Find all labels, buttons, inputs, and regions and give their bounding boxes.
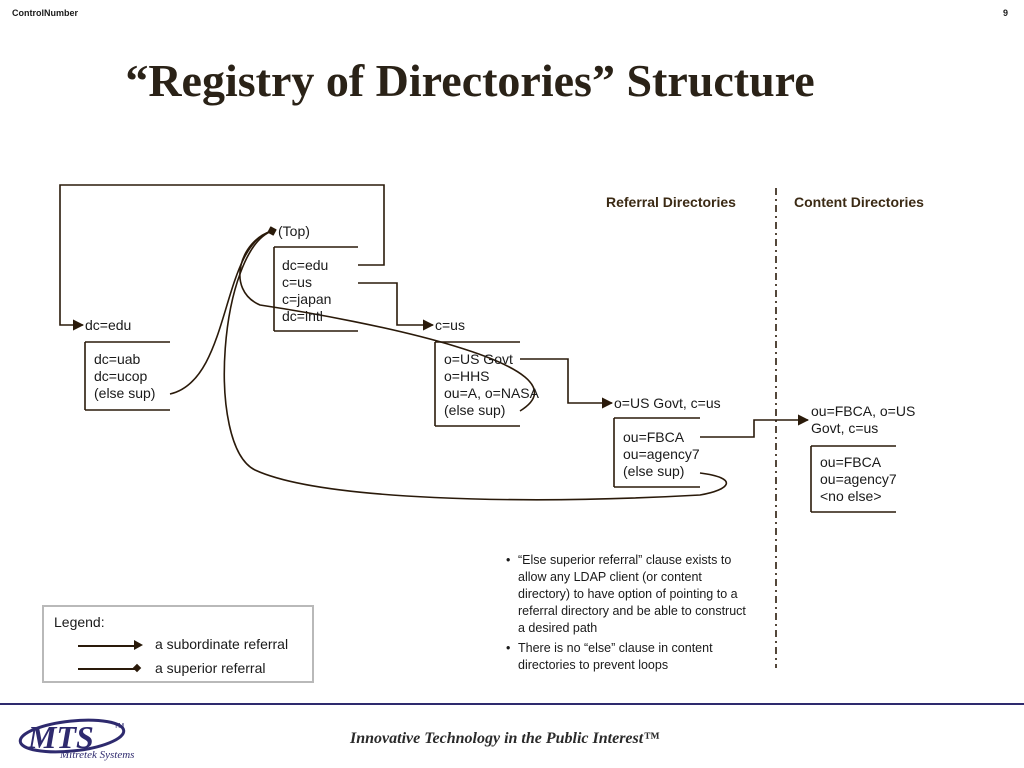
note-item: “Else superior referral” clause exists t… [504, 552, 754, 637]
notes-list: “Else superior referral” clause exists t… [504, 552, 754, 677]
superior-referral-line [78, 668, 138, 670]
control-number: ControlNumber [12, 8, 78, 18]
fbca-node-entries: ou=FBCA ou=agency7 <no else> [820, 454, 897, 505]
subordinate-referral-fbca [700, 414, 810, 438]
content-directories-heading: Content Directories [794, 194, 924, 210]
superior-referral-dcedu [169, 226, 277, 395]
subordinate-referral-line [78, 645, 138, 647]
footer-divider [0, 703, 1024, 705]
top-node-entries: dc=edu c=us c=japan dc=intl [282, 257, 331, 325]
dcedu-entry: dc=uab [94, 351, 141, 367]
usgovt-node-entries: ou=FBCA ou=agency7 (else sup) [623, 429, 700, 480]
cus-entry: o=US Govt [444, 351, 513, 367]
fbca-entry: ou=FBCA [820, 454, 882, 470]
dcedu-node-entries: dc=uab dc=ucop (else sup) [94, 351, 155, 402]
dcedu-entry: dc=ucop [94, 368, 148, 384]
usgovt-entry: ou=FBCA [623, 429, 685, 445]
dcedu-entry: (else sup) [94, 385, 156, 401]
fbca-label-line: Govt, c=us [811, 420, 879, 436]
fbca-label-line: ou=FBCA, o=US [811, 403, 916, 419]
cus-entry: o=HHS [444, 368, 490, 384]
dcedu-node-label: dc=edu [85, 317, 132, 333]
footer-tagline: Innovative Technology in the Public Inte… [350, 730, 660, 747]
cus-entry: (else sup) [444, 402, 506, 418]
mitretek-logo: MTS TM Mitretek Systems [18, 718, 134, 761]
cus-node-label: c=us [435, 317, 465, 333]
directory-structure-diagram [59, 184, 896, 668]
diamond-icon [132, 663, 142, 673]
superior-referral-cus [239, 226, 536, 412]
usgovt-node-label: o=US Govt, c=us [614, 395, 721, 411]
cus-entry: ou=A, o=NASA [444, 385, 539, 401]
legend: Legend: a subordinate referral a superio… [42, 605, 314, 683]
legend-subordinate-label: a subordinate referral [155, 636, 289, 652]
referral-directories-heading: Referral Directories [606, 194, 736, 210]
top-entry: c=us [282, 274, 312, 290]
legend-title: Legend: [54, 614, 105, 630]
legend-superior-label: a superior referral [155, 660, 266, 676]
note-item: There is no “else” clause in content dir… [504, 640, 754, 674]
logo-trademark: TM [114, 723, 124, 730]
logo-text: MTS [27, 719, 94, 755]
subordinate-referral-usgovt [520, 358, 614, 409]
top-entry: dc=edu [282, 257, 329, 273]
fbca-node-label: ou=FBCA, o=US Govt, c=us [811, 403, 915, 437]
top-entry: c=japan [282, 291, 332, 307]
fbca-entry: <no else> [820, 488, 882, 504]
page-title: “Registry of Directories” Structure [125, 55, 815, 106]
cus-node-entries: o=US Govt o=HHS ou=A, o=NASA (else sup) [444, 351, 539, 419]
top-entry: dc=intl [282, 308, 323, 324]
subordinate-referral-cus [358, 282, 435, 331]
usgovt-entry: (else sup) [623, 463, 685, 479]
fbca-entry: ou=agency7 [820, 471, 897, 487]
arrowhead-icon [134, 640, 143, 650]
top-node-label: (Top) [278, 223, 310, 239]
usgovt-entry: ou=agency7 [623, 446, 700, 462]
page-number: 9 [1002, 8, 1008, 18]
superior-referral-usgovt [223, 226, 728, 501]
subordinate-referral-dcedu [59, 184, 385, 331]
logo-subtitle: Mitretek Systems [59, 749, 134, 761]
